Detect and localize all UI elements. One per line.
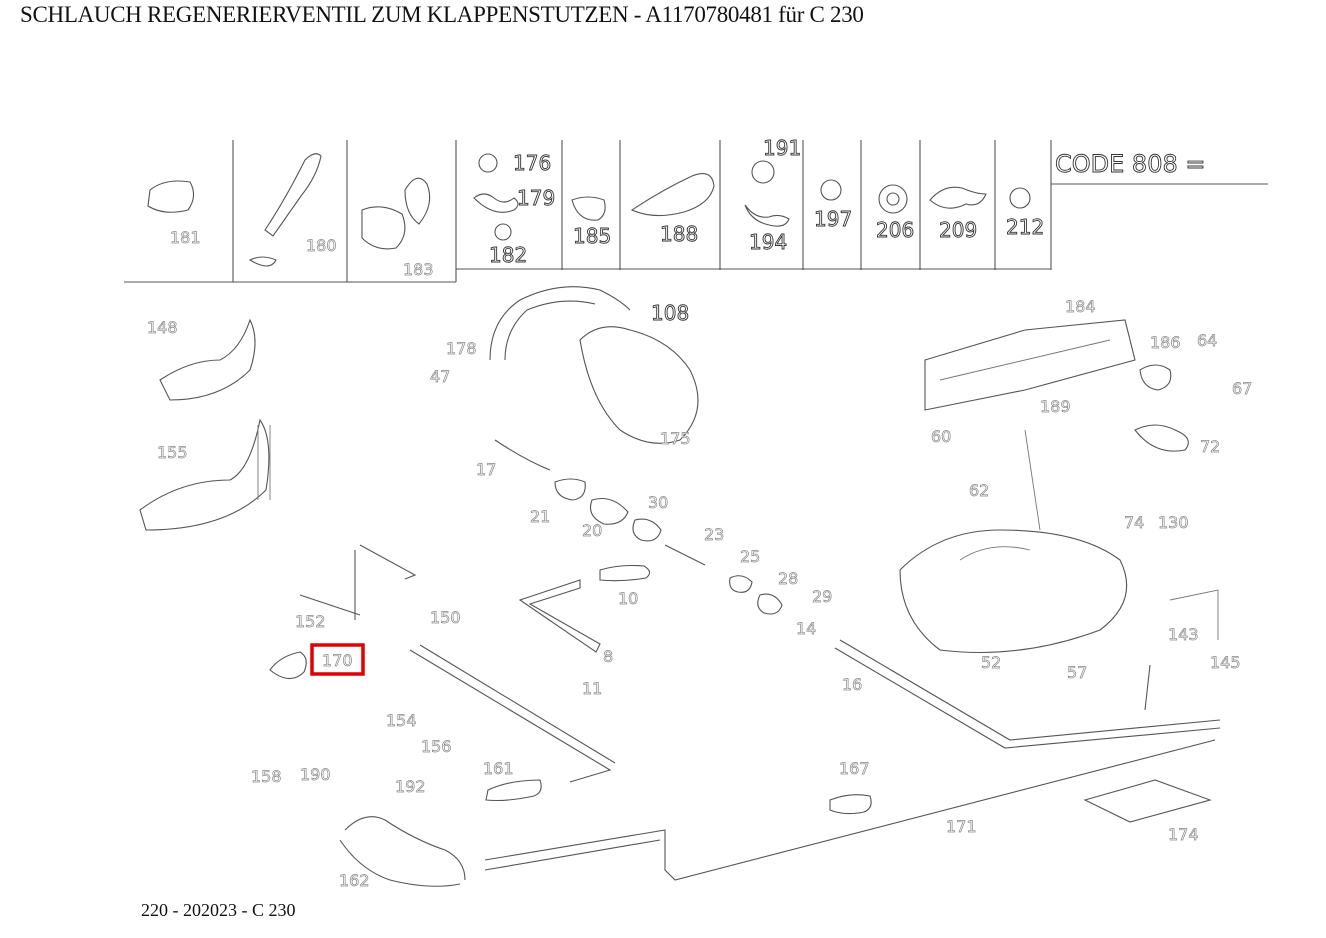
callout-190: 190	[300, 765, 331, 784]
callout-108: 108	[651, 301, 689, 325]
callout-52: 52	[981, 653, 1001, 672]
callout-21: 21	[530, 507, 550, 526]
callout-67: 67	[1232, 379, 1252, 398]
callout-148: 148	[147, 318, 178, 337]
callout-47: 47	[430, 367, 450, 386]
callout-64: 64	[1197, 331, 1217, 350]
callout-60: 60	[931, 427, 951, 446]
callout-188: 188	[660, 222, 698, 246]
legend-part-sketches	[147, 153, 1031, 267]
callout-150: 150	[430, 608, 461, 627]
callout-17: 17	[476, 460, 496, 479]
callout-11: 11	[582, 679, 602, 698]
callout-212: 212	[1006, 215, 1044, 239]
page-title: SCHLAUCH REGENERIERVENTIL ZUM KLAPPENSTU…	[20, 2, 864, 27]
callout-192: 192	[395, 777, 426, 796]
callout-62: 62	[969, 481, 989, 500]
callout-174: 174	[1168, 825, 1199, 844]
callout-30: 30	[648, 493, 668, 512]
callout-162: 162	[339, 871, 370, 890]
callout-189: 189	[1040, 397, 1071, 416]
callout-8: 8	[603, 647, 613, 666]
callout-183: 183	[403, 260, 434, 279]
callout-209: 209	[939, 218, 977, 242]
callout-152: 152	[295, 612, 326, 631]
callout-23: 23	[704, 525, 724, 544]
callout-143: 143	[1168, 625, 1199, 644]
throttle-assembly	[899, 319, 1219, 654]
callout-57: 57	[1067, 663, 1087, 682]
callout-167: 167	[839, 759, 870, 778]
callout-145: 145	[1210, 653, 1241, 672]
callout-179: 179	[517, 186, 555, 210]
callout-191: 191	[763, 136, 801, 160]
callout-171: 171	[946, 817, 977, 836]
callout-25: 25	[740, 547, 760, 566]
callout-16: 16	[842, 675, 862, 694]
callout-28: 28	[778, 569, 798, 588]
callout-14: 14	[796, 619, 816, 638]
callout-158: 158	[251, 767, 282, 786]
code-label: CODE 808 =	[1055, 150, 1205, 178]
callout-161: 161	[483, 759, 514, 778]
highlight-box	[310, 643, 365, 676]
callout-20: 20	[582, 521, 602, 540]
callout-29: 29	[812, 587, 832, 606]
callout-194: 194	[749, 230, 787, 254]
callout-206: 206	[876, 218, 914, 242]
callout-130: 130	[1158, 513, 1189, 532]
callout-186: 186	[1150, 333, 1181, 352]
callout-180: 180	[306, 236, 337, 255]
callout-72: 72	[1200, 437, 1220, 456]
callout-197: 197	[814, 207, 852, 231]
callout-184: 184	[1065, 297, 1096, 316]
footer-code: 220 - 202023 - C 230	[141, 900, 296, 920]
callout-178: 178	[446, 339, 477, 358]
callout-181: 181	[170, 228, 201, 247]
callout-10: 10	[618, 589, 638, 608]
callout-176: 176	[513, 151, 551, 175]
callout-156: 156	[421, 737, 452, 756]
left-column-parts	[139, 318, 271, 531]
callout-155: 155	[157, 443, 188, 462]
callout-170: 170	[322, 651, 353, 670]
hose-routing	[269, 286, 1221, 887]
callout-154: 154	[386, 711, 417, 730]
callout-182: 182	[489, 243, 527, 267]
legend-table	[124, 140, 1268, 283]
callout-185: 185	[573, 224, 611, 248]
callout-175: 175	[660, 429, 691, 448]
callout-74: 74	[1124, 513, 1144, 532]
highlighted-callout[interactable]: 170	[310, 643, 365, 676]
